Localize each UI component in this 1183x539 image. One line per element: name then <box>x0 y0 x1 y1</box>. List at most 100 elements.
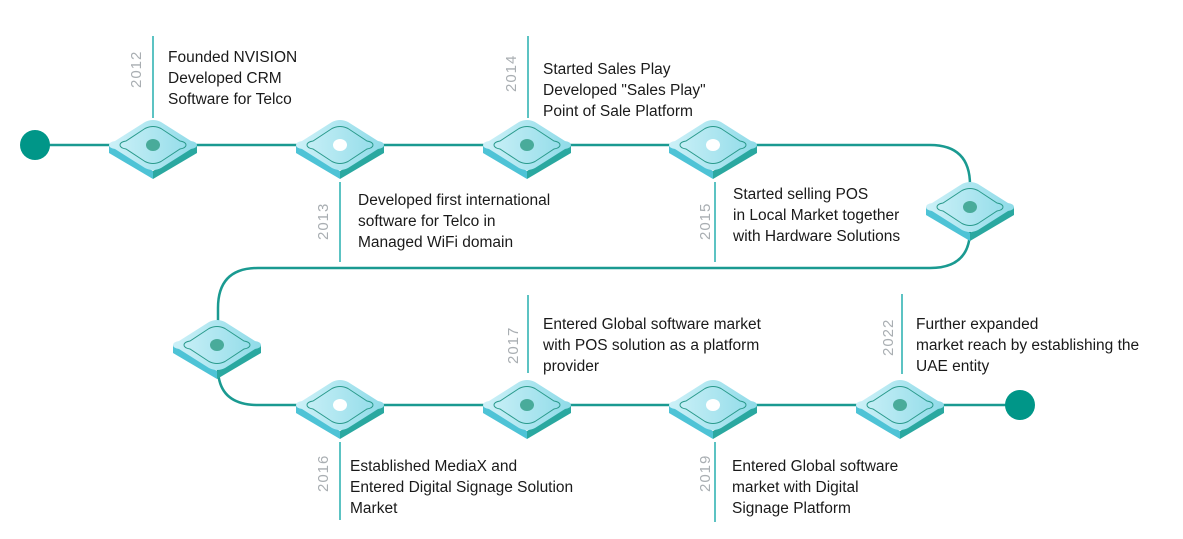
desc-line: Established MediaX and <box>350 458 518 475</box>
desc-line: UAE entity <box>916 358 990 375</box>
node-side-left <box>483 405 527 439</box>
event-connector <box>714 442 716 522</box>
node-side-left <box>296 145 340 179</box>
event-connector <box>714 182 716 262</box>
desc-line: market with Digital <box>732 479 859 496</box>
node-dot-filled-icon <box>963 201 977 213</box>
desc-line: Entered Global software <box>732 458 899 475</box>
milestone-node <box>856 380 944 439</box>
desc-line: provider <box>543 358 599 375</box>
node-inner-outline <box>679 126 747 164</box>
node-side-right <box>713 145 757 179</box>
node-inner-outline <box>119 126 187 164</box>
node-side-right <box>153 145 197 179</box>
milestone-node <box>483 380 571 439</box>
desc-line: Entered Global software market <box>543 316 761 333</box>
event-year: 2022 <box>880 318 897 356</box>
node-side-right <box>713 405 757 439</box>
desc-line: Managed WiFi domain <box>358 234 514 251</box>
event-connector <box>527 36 529 118</box>
event-year: 2013 <box>315 202 332 240</box>
node-side-left <box>483 145 527 179</box>
node-side-left <box>926 207 970 241</box>
milestone-node <box>173 320 261 379</box>
node-inner-outline <box>679 386 747 424</box>
milestone-node <box>669 120 757 179</box>
event-year: 2014 <box>503 54 520 92</box>
desc-line: Point of Sale Platform <box>543 103 693 120</box>
start-circle <box>20 130 50 160</box>
node-side-right <box>217 345 261 379</box>
node-dot-filled-icon <box>520 139 534 151</box>
milestone-node <box>296 120 384 179</box>
event-description: Developed first international software f… <box>358 190 550 253</box>
node-side-left <box>296 405 340 439</box>
node-inner-outline <box>183 326 251 364</box>
desc-line: Market <box>350 500 398 517</box>
desc-line: Developed first international <box>358 192 551 209</box>
event-year: 2019 <box>697 454 714 492</box>
node-dot-filled-icon <box>210 339 224 351</box>
node-side-right <box>900 405 944 439</box>
event-description: Started selling POS in Local Market toge… <box>733 184 900 247</box>
desc-line: Developed CRM <box>168 70 282 87</box>
timeline-connector-line <box>35 143 1020 407</box>
desc-line: Started selling POS <box>733 186 869 203</box>
event-connector <box>339 442 341 520</box>
end-circle <box>1005 390 1035 420</box>
event-connector <box>339 182 341 262</box>
desc-line: Started Sales Play <box>543 61 671 78</box>
desc-line: with POS solution as a platform <box>543 337 760 354</box>
milestone-node <box>296 380 384 439</box>
event-connector <box>152 36 154 118</box>
node-side-left <box>173 345 217 379</box>
node-side-left <box>109 145 153 179</box>
node-side-left <box>856 405 900 439</box>
node-dot-hollow-icon <box>333 139 347 151</box>
desc-line: market reach by establishing the <box>916 337 1140 354</box>
event-description: Founded NVISION Developed CRM Software f… <box>168 47 297 110</box>
node-dot-hollow-icon <box>706 399 720 411</box>
milestone-node <box>483 120 571 179</box>
event-description: Established MediaX and Entered Digital S… <box>350 456 573 519</box>
node-inner-outline <box>493 126 561 164</box>
desc-line: Founded NVISION <box>168 49 298 66</box>
milestone-node <box>109 120 197 179</box>
event-year: 2016 <box>315 454 332 492</box>
event-year: 2015 <box>697 202 714 240</box>
node-side-left <box>669 405 713 439</box>
desc-line: Software for Telco <box>168 91 292 108</box>
event-connector <box>901 294 903 374</box>
node-layer <box>109 120 1014 439</box>
node-dot-hollow-icon <box>706 139 720 151</box>
desc-line: Developed "Sales Play" <box>543 82 706 99</box>
node-inner-outline <box>866 386 934 424</box>
node-side-right <box>527 405 571 439</box>
event-description: Started Sales Play Developed "Sales Play… <box>543 59 706 122</box>
event-year: 2012 <box>128 50 145 88</box>
event-description: Entered Global software market with Digi… <box>732 456 898 519</box>
node-dot-hollow-icon <box>333 399 347 411</box>
node-side-left <box>669 145 713 179</box>
node-side-right <box>970 207 1014 241</box>
desc-line: Further expanded <box>916 316 1039 333</box>
desc-line: Entered Digital Signage Solution <box>350 479 574 496</box>
node-dot-filled-icon <box>146 139 160 151</box>
node-side-right <box>340 405 384 439</box>
milestone-node <box>926 182 1014 241</box>
desc-line: Signage Platform <box>732 500 851 517</box>
node-dot-filled-icon <box>520 399 534 411</box>
path-lines <box>20 130 1035 420</box>
event-year: 2017 <box>505 326 522 364</box>
event-description: Further expanded market reach by establi… <box>916 314 1139 377</box>
desc-line: in Local Market together <box>733 207 900 224</box>
node-inner-outline <box>306 126 374 164</box>
node-side-right <box>527 145 571 179</box>
node-inner-outline <box>306 386 374 424</box>
event-description: Entered Global software market with POS … <box>543 314 761 377</box>
node-inner-outline <box>936 188 1004 226</box>
node-inner-outline <box>493 386 561 424</box>
event-connector <box>527 295 529 373</box>
